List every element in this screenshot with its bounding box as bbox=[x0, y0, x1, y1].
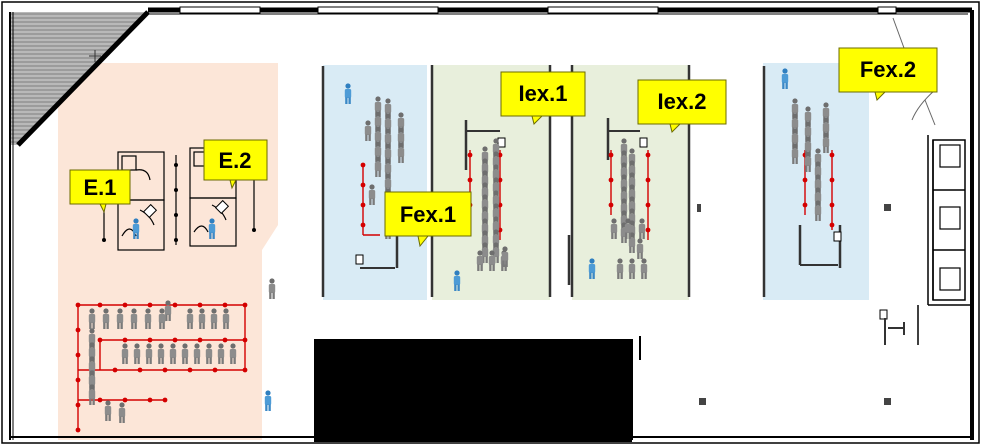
black-block bbox=[314, 339, 632, 442]
label-fex1-text: Fex.1 bbox=[400, 202, 456, 227]
queue-post bbox=[172, 337, 178, 343]
label-iex2-text: Iex.2 bbox=[658, 89, 707, 114]
queue-post bbox=[147, 397, 153, 403]
queue-post bbox=[242, 337, 248, 343]
queue-post bbox=[75, 402, 81, 408]
queue-post bbox=[197, 337, 203, 343]
queue-post bbox=[137, 367, 143, 373]
label-fex2-text: Fex.2 bbox=[860, 57, 916, 82]
queue-post bbox=[645, 202, 651, 208]
queue-post bbox=[122, 397, 128, 403]
queue-post bbox=[147, 337, 153, 343]
queue-post bbox=[802, 202, 808, 208]
queue-post bbox=[75, 302, 81, 308]
queue-post bbox=[162, 397, 168, 403]
queue-post bbox=[147, 302, 153, 308]
queue-post bbox=[608, 202, 614, 208]
label-iex1: Iex.1 bbox=[500, 71, 586, 125]
label-fex2: Fex.2 bbox=[838, 47, 938, 101]
queue-post bbox=[75, 377, 81, 383]
queue-post bbox=[802, 177, 808, 183]
queue-post bbox=[645, 227, 651, 233]
queue-post bbox=[360, 202, 366, 208]
queue-post bbox=[122, 302, 128, 308]
queue-post bbox=[172, 302, 178, 308]
queue-post bbox=[242, 367, 248, 373]
label-e1: E.1 bbox=[69, 169, 131, 214]
queue-post bbox=[829, 222, 835, 228]
label-iex1-text: Iex.1 bbox=[519, 81, 568, 106]
label-iex2: Iex.2 bbox=[637, 79, 727, 133]
queue-post bbox=[360, 182, 366, 188]
queue-post bbox=[829, 152, 835, 158]
queue-post bbox=[75, 352, 81, 358]
right-entrance-structure bbox=[917, 135, 970, 345]
queue-post bbox=[75, 327, 81, 333]
queue-post bbox=[645, 152, 651, 158]
booth-desk-icon bbox=[142, 199, 230, 219]
queue-post bbox=[467, 152, 473, 158]
queue-post bbox=[467, 177, 473, 183]
queue-post bbox=[829, 202, 835, 208]
queue-post bbox=[222, 302, 228, 308]
label-e1-text: E.1 bbox=[83, 175, 116, 200]
queue-post bbox=[242, 302, 248, 308]
queue-post bbox=[212, 367, 218, 373]
label-e2-text: E.2 bbox=[218, 148, 251, 173]
queue-post bbox=[122, 337, 128, 343]
queue-post bbox=[162, 367, 168, 373]
queue-post bbox=[608, 152, 614, 158]
queue-post bbox=[97, 337, 103, 343]
queue-post bbox=[75, 427, 81, 433]
right-small-desk bbox=[884, 318, 905, 345]
queue-post bbox=[645, 177, 651, 183]
queue-post bbox=[829, 177, 835, 183]
queue-post bbox=[97, 397, 103, 403]
queue-post bbox=[112, 367, 118, 373]
queue-posts bbox=[75, 152, 835, 433]
queue-post bbox=[360, 162, 366, 168]
queue-post bbox=[197, 302, 203, 308]
pillar-icon bbox=[697, 204, 891, 405]
queue-post bbox=[222, 337, 228, 343]
queue-post bbox=[360, 222, 366, 228]
fex1-zone bbox=[323, 65, 427, 300]
label-e2: E.2 bbox=[203, 139, 268, 190]
diagonal-wall bbox=[16, 10, 150, 147]
booth-desk-icon bbox=[355, 137, 888, 320]
queue-post bbox=[97, 302, 103, 308]
queue-post bbox=[608, 177, 614, 183]
label-fex1: Fex.1 bbox=[384, 191, 472, 248]
queue-post bbox=[187, 367, 193, 373]
